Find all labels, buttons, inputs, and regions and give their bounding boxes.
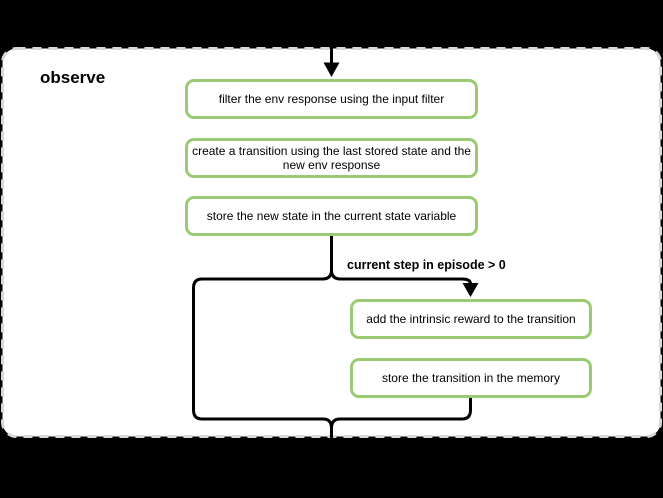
step-label: create a transition using the last store…	[192, 144, 471, 172]
step-create-transition: create a transition using the last store…	[185, 138, 478, 178]
branch-condition-label: current step in episode > 0	[347, 258, 506, 272]
step-filter-env-response: filter the env response using the input …	[185, 79, 478, 119]
branch-arrowhead-down-icon	[462, 283, 479, 297]
step-add-intrinsic-reward: add the intrinsic reward to the transiti…	[350, 299, 592, 339]
connector-merge-right	[330, 398, 472, 429]
connector-bypass-left	[192, 269, 333, 429]
step-label: store the transition in the memory	[381, 371, 561, 385]
step-store-transition-memory: store the transition in the memory	[350, 358, 592, 398]
group-title: observe	[40, 68, 106, 87]
step-label: filter the env response using the input …	[218, 92, 445, 106]
step-label: add the intrinsic reward to the transiti…	[366, 312, 576, 326]
step-label: store the new state in the current state…	[206, 209, 457, 223]
entry-arrowhead-down-icon	[323, 62, 340, 77]
step-store-new-state: store the new state in the current state…	[185, 196, 478, 236]
connector-branch-right	[330, 269, 472, 285]
